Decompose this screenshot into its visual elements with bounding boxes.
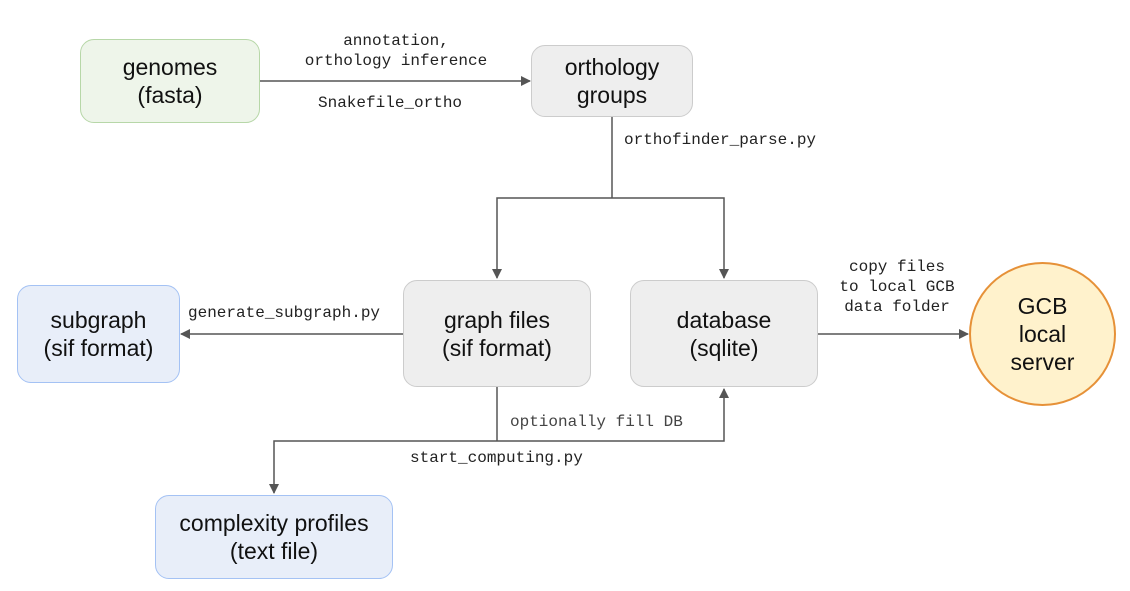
node-gcb-label-2: local [1018,321,1067,347]
edge-label-orthofinder: orthofinder_parse.py [624,131,817,149]
node-database-format: (sqlite) [689,334,759,361]
node-subgraph-format: (sif format) [43,335,154,361]
node-complexity-label: complexity profiles [179,510,369,536]
node-genomes-format: (fasta) [137,82,203,108]
edge-label-copy-files: copy files to local GCB data folder [822,257,972,317]
arrow-split-to-database [612,197,729,279]
node-database-label: database [676,306,772,333]
node-complexity-profiles: complexity profiles (text file) [155,495,393,579]
node-subgraph-label: subgraph [50,307,147,333]
node-gcb-server: GCB local server [969,262,1116,406]
node-orthology-label: orthology [564,54,660,80]
edge-label-optionally-fill: optionally fill DB [510,413,683,431]
edge-label-generate-subgraph: generate_subgraph.py [188,304,381,322]
arrow-to-complexity-profiles [269,440,497,494]
edge-label-start-computing: start_computing.py [410,449,583,467]
edge-label-snakefile: Snakefile_ortho [318,94,463,112]
node-subgraph: subgraph (sif format) [17,285,180,383]
node-graph-files: graph files (sif format) [403,280,591,387]
edge-label-annotation-2: orthology inference [304,52,488,70]
edge-label-copy-files-3: data folder [844,298,950,316]
node-graph-files-label: graph files [443,306,551,333]
node-orthology-groups: orthology groups [531,45,693,117]
node-genomes-label: genomes [122,54,218,80]
edge-label-annotation-1: annotation, [343,32,449,50]
node-database: database (sqlite) [630,280,818,387]
edge-label-copy-files-1: copy files [848,258,945,276]
arrow-fill-database [497,388,729,442]
node-orthology-label-2: groups [576,82,648,108]
node-gcb-label-3: server [1010,349,1075,375]
node-graph-files-format: (sif format) [442,334,552,361]
edge-label-annotation: annotation, orthology inference [286,31,506,71]
node-gcb-label: GCB [1017,293,1068,319]
edge-label-copy-files-2: to local GCB [839,278,955,296]
node-genomes: genomes (fasta) [80,39,260,123]
arrow-split-to-graph-files [492,197,612,279]
node-complexity-format: (text file) [229,538,319,564]
